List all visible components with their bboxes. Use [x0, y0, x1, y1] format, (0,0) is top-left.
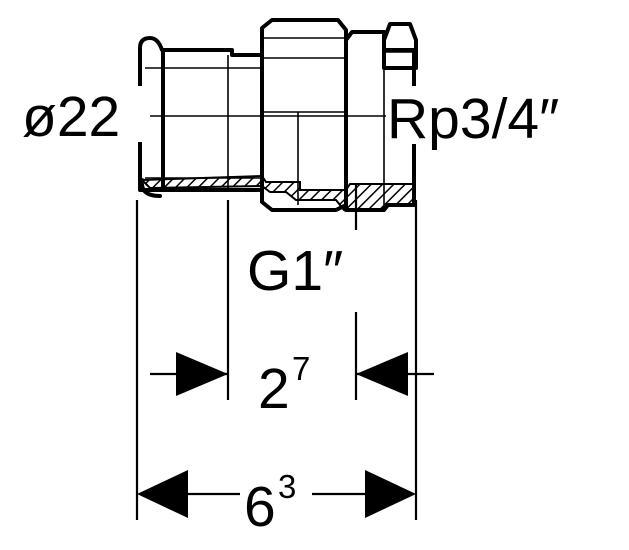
dim-inner-superscript: 7: [292, 350, 310, 387]
dim-outer-superscript: 3: [278, 468, 296, 505]
fitting-body: [138, 18, 418, 212]
dim-inner-arrow-left: [176, 352, 228, 396]
dim-outer-value: 6: [244, 475, 276, 539]
dimension-outer: [137, 470, 416, 518]
extension-lines: [135, 185, 418, 520]
dimension-inner: [150, 352, 434, 396]
thread-bottom-label: G1″: [247, 239, 343, 303]
diameter-label: ø22: [22, 85, 120, 149]
diameter-label-bg: [20, 86, 150, 142]
dim-outer-arrow-right: [365, 470, 416, 518]
thread-right-label-bg: [386, 86, 608, 144]
dim-inner-value: 2: [258, 357, 290, 421]
dim-inner-arrow-right: [356, 352, 408, 396]
section-hatch: [139, 174, 415, 211]
end-hex-outline: [382, 22, 418, 70]
press-end-outline: [138, 36, 264, 192]
thread-right-label: Rp3/4″: [387, 87, 559, 151]
dim-outer-arrow-left: [137, 470, 188, 518]
press-seal-curve: [139, 178, 162, 198]
thread-bottom-label-bg: [246, 232, 368, 296]
